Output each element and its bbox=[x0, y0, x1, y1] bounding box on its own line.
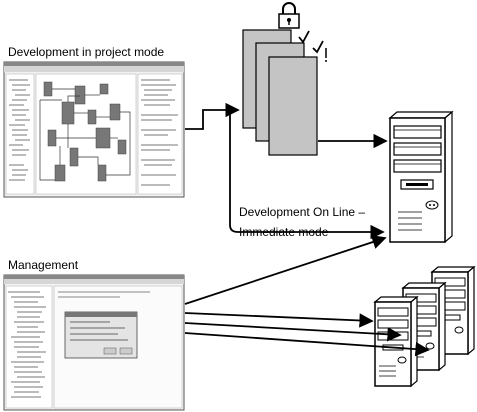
server-cluster bbox=[373, 265, 476, 388]
exclamation-icon bbox=[325, 48, 327, 62]
label-management: Management bbox=[8, 258, 79, 272]
connector-arrows bbox=[184, 102, 430, 357]
server-icon bbox=[388, 110, 454, 244]
label-project-mode: Development in project mode bbox=[8, 45, 165, 59]
document-stack bbox=[242, 29, 318, 156]
project-mode-screenshot bbox=[3, 61, 185, 198]
management-screenshot bbox=[3, 274, 185, 411]
padlock-icon bbox=[278, 2, 300, 29]
server-icon bbox=[373, 295, 419, 388]
checkmark-icon bbox=[298, 30, 324, 54]
label-online-line1: Development On Line – bbox=[239, 205, 366, 219]
